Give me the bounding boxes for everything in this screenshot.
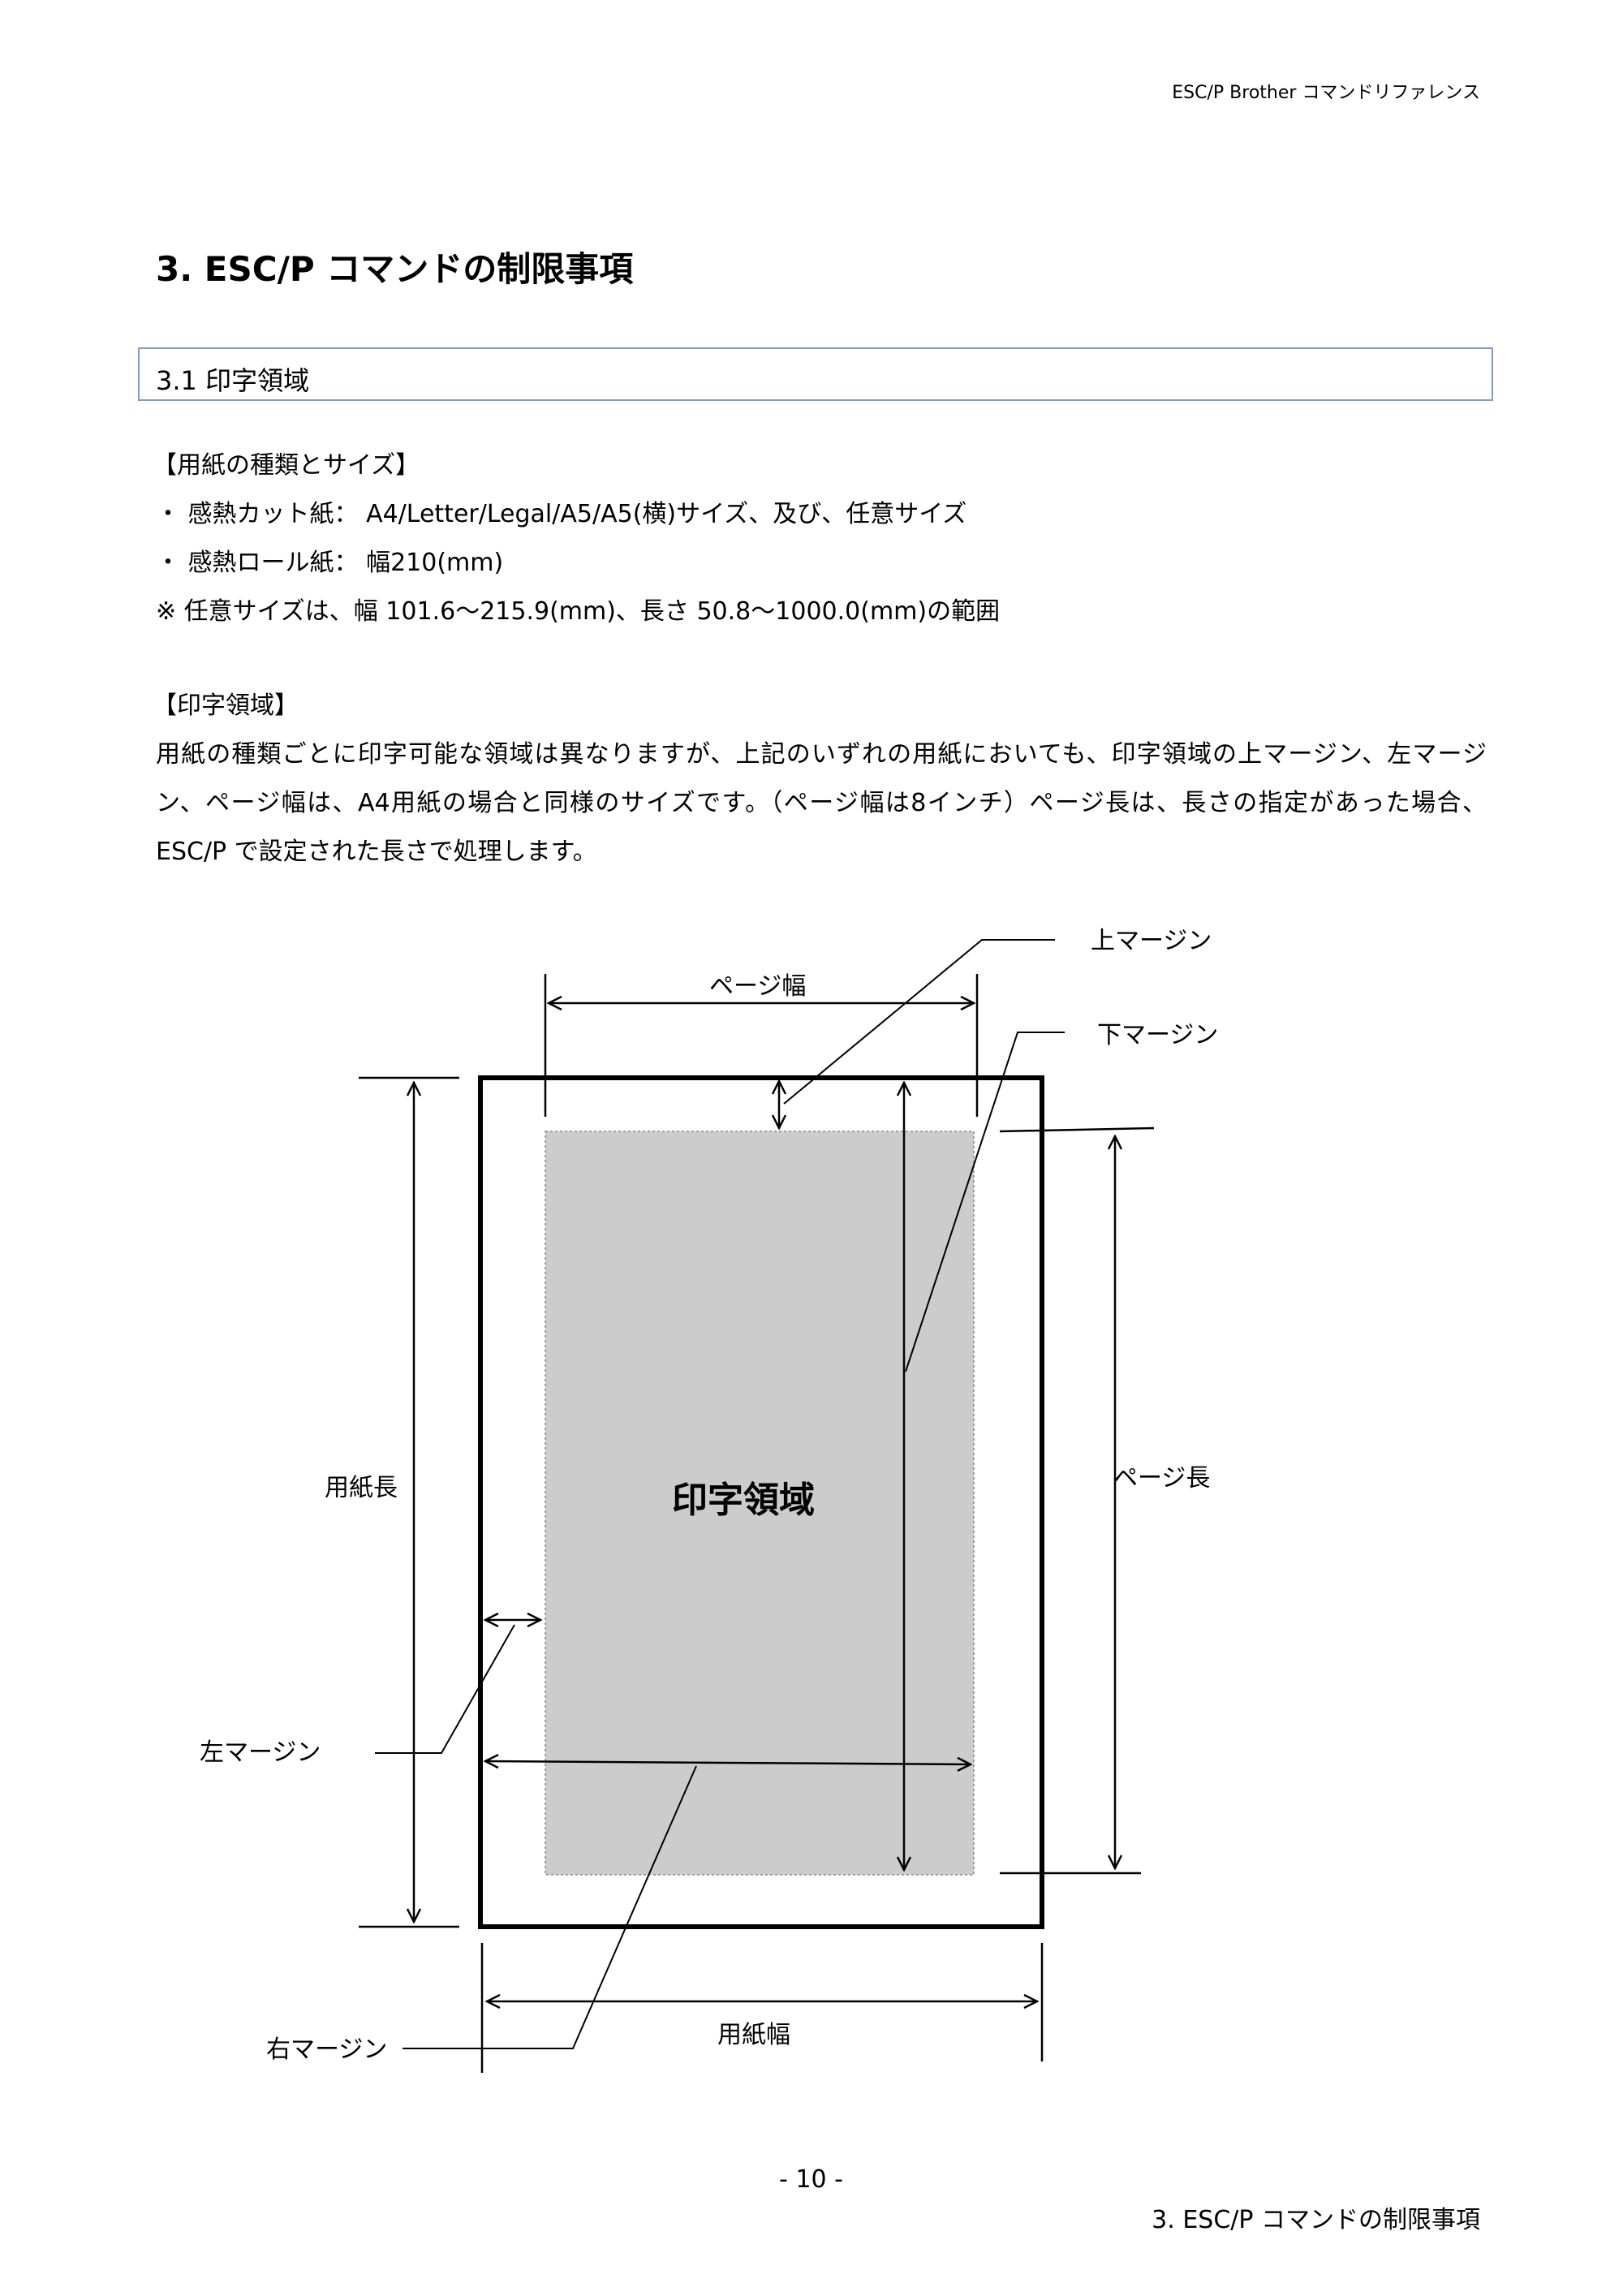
bottom-margin-label: 下マージン [1097,1021,1219,1049]
left-margin-label: 左マージン [200,1738,321,1767]
top-margin-label: 上マージン [1091,927,1212,955]
page-length-label: ページ長 [1113,1464,1211,1493]
page-width-label: ページ幅 [709,972,807,1001]
chapter-title: 3. ESC/P コマンドの制限事項 [156,249,634,289]
section-title: 3.1 印字領域 [156,365,310,396]
section-heading-box: 3.1 印字領域 [138,347,1493,401]
print-area-label: 印字領域 [672,1480,815,1521]
paper-outline [478,1075,1044,1929]
print-area-paragraph: 用紙の種類ごとに印字可能な領域は異なりますが、上記のいずれの用紙においても、印字… [156,740,1487,866]
footer-chapter: 3. ESC/P コマンドの制限事項 [1152,2206,1480,2234]
right-margin-label: 右マージン [266,2035,388,2064]
paper-size-note: ※ 任意サイズは、幅 101.6～215.9(mm)、長さ 50.8～1000.… [156,597,1001,626]
paper-types-heading: 【用紙の種類とサイズ】 [153,451,420,480]
print-width-arrow [485,1761,971,1764]
paper-type-item: ・ 感熱カット紙： A4/Letter/Legal/A5/A5(横)サイズ、及び… [156,500,967,528]
page-number: - 10 - [779,2165,843,2194]
print-area-heading: 【印字領域】 [153,691,299,720]
running-header: ESC/P Brother コマンドリファレンス [1172,83,1480,103]
paper-width-label: 用紙幅 [717,2021,790,2049]
paper-type-item: ・ 感熱ロール紙： 幅210(mm) [156,549,504,577]
paper-length-label: 用紙長 [325,1474,398,1502]
